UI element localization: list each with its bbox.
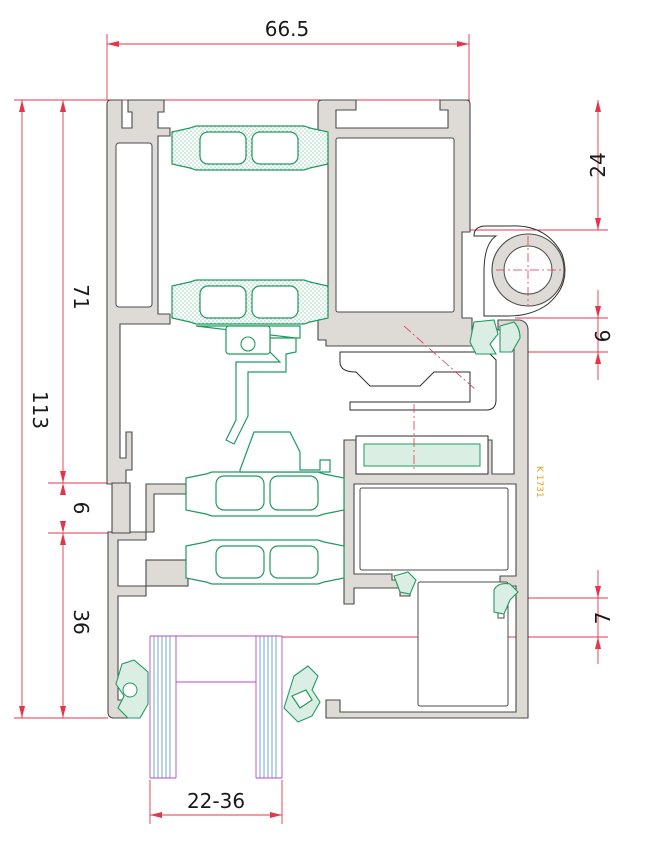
dim-right-low: 7 <box>591 612 615 625</box>
thermal-strips-lower <box>185 471 345 585</box>
glazing-gaskets <box>115 659 321 723</box>
dim-right-mid: 6 <box>591 330 615 343</box>
upper-sash-profile <box>317 99 473 347</box>
central-gasket <box>195 325 331 473</box>
dim-top-right: 24 <box>586 152 610 177</box>
thermal-strips-upper <box>171 125 329 325</box>
outer-frame-profile <box>106 99 189 719</box>
sash-seal <box>393 319 521 615</box>
clip-element <box>339 325 497 411</box>
profile-code-label: K 1731 <box>534 466 544 498</box>
dim-lower-height: 36 <box>69 609 93 634</box>
handle-cam-element <box>473 225 566 317</box>
glass-pane <box>149 635 283 779</box>
dim-glazing: 22-36 <box>187 789 245 813</box>
dim-overall-height: 113 <box>28 391 52 429</box>
dim-middle-gap: 6 <box>69 502 93 515</box>
dim-overall-width: 66.5 <box>265 17 310 41</box>
adapter-insert <box>355 404 489 475</box>
dim-upper-height: 71 <box>69 284 93 309</box>
